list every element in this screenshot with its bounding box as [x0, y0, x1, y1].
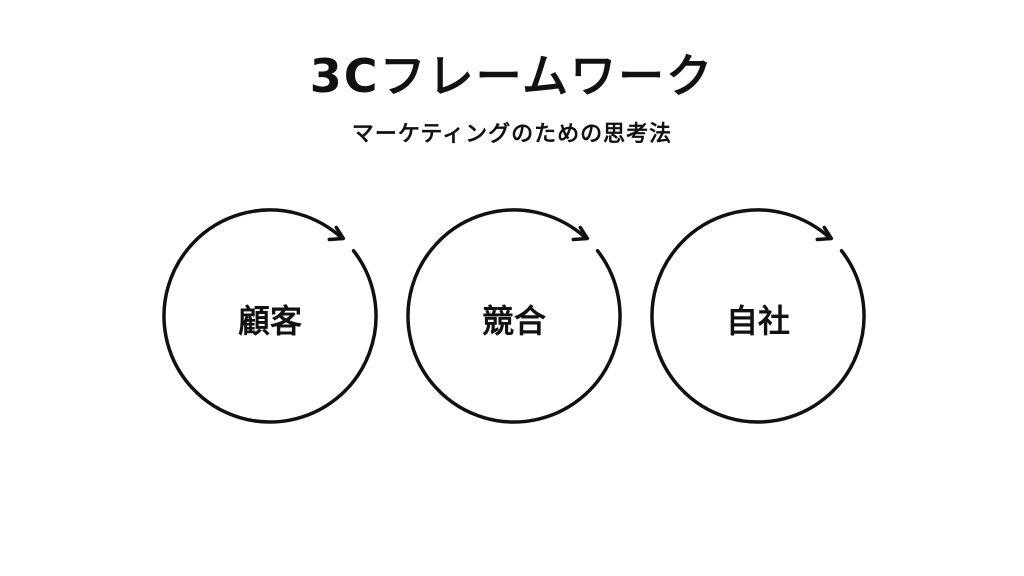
- arrowhead-icon: [327, 225, 346, 242]
- circle-label-customer: 顧客: [237, 302, 302, 340]
- circle-label-competitor: 競合: [481, 302, 546, 340]
- cycle-arrow-circle-customer: [162, 208, 378, 424]
- circle-arc: [162, 208, 378, 424]
- page-title: 3Cフレームワーク: [309, 49, 715, 103]
- circle-label-company: 自社: [725, 302, 790, 340]
- page-subtitle: マーケティングのための思考法: [351, 122, 673, 147]
- circle-arc: [406, 208, 622, 424]
- circle-arc: [650, 208, 866, 424]
- arrowhead-icon: [571, 225, 590, 242]
- arrowhead-icon: [815, 225, 834, 242]
- cycle-arrow-circle-competitor: [406, 208, 622, 424]
- cycle-arrow-circle-company: [650, 208, 866, 424]
